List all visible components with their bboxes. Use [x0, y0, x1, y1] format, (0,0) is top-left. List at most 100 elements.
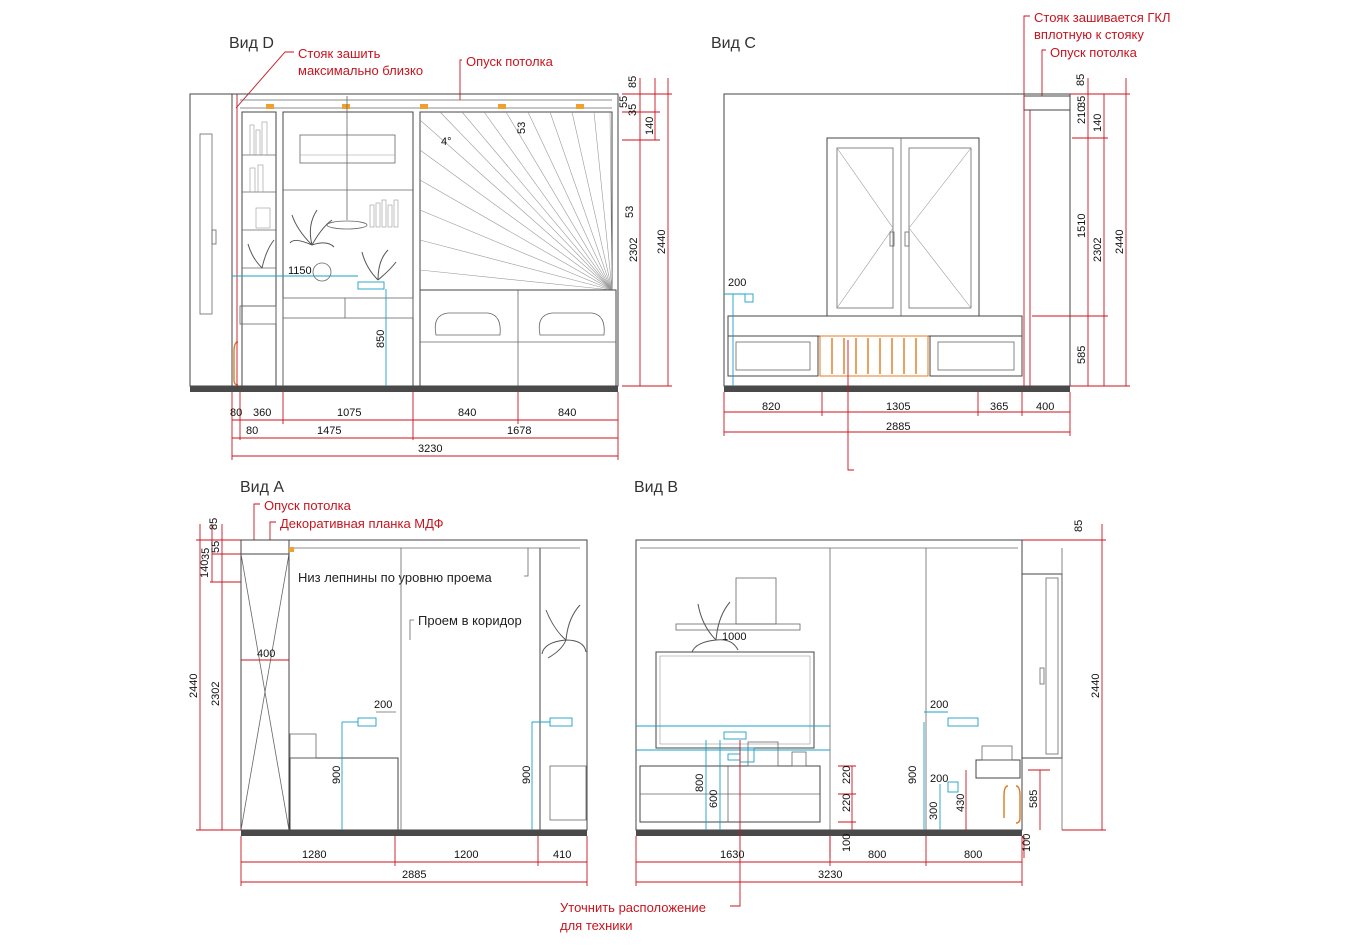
view-d-dim-r35: 35: [627, 104, 639, 116]
view-d-dim-850: 850: [375, 330, 387, 348]
view-a-dim-l2440: 2440: [188, 674, 200, 698]
view-c-dim-b1: 820: [762, 401, 780, 413]
view-a-dim-400: 400: [257, 648, 275, 660]
view-d-dim-c2: 1475: [317, 425, 341, 437]
view-a-note-ceiling: Опуск потолка: [264, 498, 352, 513]
view-b-chair: [975, 759, 1021, 779]
view-d-dim-b5: 840: [558, 407, 576, 419]
starburst-panel: [419, 111, 613, 291]
view-c-dim-r35: 35: [1076, 96, 1088, 108]
view-d-ceiling-leader: [459, 59, 462, 100]
view-a-floor: [241, 830, 587, 836]
ceiling-spot: [420, 104, 428, 109]
view-b-dim-100: 100: [841, 834, 853, 852]
view-c-dim-r1510: 1510: [1076, 214, 1088, 238]
view-c-dim-200: 200: [728, 277, 746, 289]
view-a-note-opening: Проем в коридор: [418, 613, 522, 628]
view-b-note-tech-1: Уточнить расположение: [560, 900, 706, 915]
view-d: Вид D Стояк зашить максимально близко Оп…: [189, 35, 672, 460]
view-a-dim-total: 2885: [402, 869, 426, 881]
view-c-note-riser-2: вплотную к стояку: [1034, 27, 1144, 42]
view-c-title: Вид C: [711, 35, 756, 52]
view-d-door: [199, 133, 213, 315]
view-d-dim-r85: 85: [627, 76, 639, 88]
view-d-desk: [282, 297, 414, 319]
view-c-dim-r2302: 2302: [1092, 238, 1104, 262]
ceiling-spot: [266, 104, 274, 109]
view-b-note-tech-2: для техники: [560, 918, 632, 933]
view-d-dim-total: 3230: [418, 443, 442, 455]
view-b-dim-800: 800: [694, 774, 706, 792]
view-c-dim-total: 2885: [886, 421, 910, 433]
view-c-floor: [724, 386, 1070, 392]
view-b: Вид B: [560, 479, 1106, 933]
view-c-dim-b4: 400: [1036, 401, 1054, 413]
view-c-dim-r140: 140: [1092, 114, 1104, 132]
view-c-window-seat: [727, 315, 1023, 337]
view-b-dim-900: 900: [907, 766, 919, 784]
view-d-dim-53-b: 53: [624, 206, 636, 218]
view-a-cabinet: [549, 765, 587, 821]
table-mirror: [312, 262, 332, 282]
view-b-dim-b2: 800: [868, 849, 886, 861]
view-a-dim-900-b: 900: [521, 766, 533, 784]
view-b-dim-220-a: 220: [841, 766, 853, 784]
plant-icon: [541, 604, 587, 659]
view-d-riser-leader: [235, 51, 294, 109]
view-b-dim-b1: 1630: [720, 849, 744, 861]
view-d-dim-r2440: 2440: [656, 230, 668, 254]
view-a-dim-l140: 140: [199, 560, 211, 578]
view-b-dim-600: 600: [708, 790, 720, 808]
view-c: Вид C Стояк зашивается ГКЛ вплотную к ст…: [711, 10, 1171, 471]
view-b-dim-b3: 800: [964, 849, 982, 861]
view-a-note-moulding: Низ лепнины по уровню проема: [298, 570, 492, 585]
view-b-dim-r100: 100: [1021, 834, 1033, 852]
view-b-dim-220-b: 220: [841, 794, 853, 812]
view-a-dim-900-a: 900: [331, 766, 343, 784]
radiator: [819, 335, 929, 377]
view-a-armchair: [289, 757, 399, 831]
view-d-dim-c1: 80: [246, 425, 258, 437]
view-b-dim-r85: 85: [1073, 520, 1085, 532]
view-c-dim-b3: 365: [990, 401, 1008, 413]
view-d-cabinet: [282, 111, 414, 387]
view-c-dim-r2440: 2440: [1114, 230, 1126, 254]
view-d-note-ceiling: Опуск потолка: [466, 54, 554, 69]
socket-block: [357, 281, 385, 290]
view-d-dim-b3: 1075: [337, 407, 361, 419]
view-c-dim-b2: 1305: [886, 401, 910, 413]
socket-block: [947, 717, 979, 727]
view-b-door: [1021, 573, 1063, 759]
sofa-cushion: [434, 312, 501, 336]
view-b-title: Вид B: [634, 479, 678, 496]
view-a-dim-b1: 1280: [302, 849, 326, 861]
plant-icon: [691, 601, 739, 653]
view-c-ceiling-box: [1023, 95, 1071, 111]
view-d-floor: [190, 386, 618, 392]
view-a: Вид A Опуск потолка Декоративная планка …: [188, 479, 588, 886]
view-a-ceiling-box: [240, 539, 290, 555]
view-d-dim-r140: 140: [644, 117, 656, 135]
socket-block: [947, 781, 959, 793]
window-handle: [889, 231, 895, 247]
sofa-cushion: [538, 312, 605, 336]
view-b-dim-1000: 1000: [722, 631, 746, 643]
view-a-dim-200: 200: [374, 699, 392, 711]
view-c-dim-r585: 585: [1076, 346, 1088, 364]
view-c-dim-r210: 210: [1076, 106, 1088, 124]
window-handle: [904, 231, 910, 247]
view-d-dim-r2302: 2302: [628, 238, 640, 262]
view-d-dim-b2: 360: [253, 407, 271, 419]
ceiling-spot: [576, 104, 584, 109]
ceiling-spot: [342, 104, 350, 109]
socket-block: [357, 717, 377, 727]
ceiling-spot: [498, 104, 506, 109]
socket-block: [549, 717, 573, 727]
tv-screen: [655, 651, 815, 749]
view-b-floor: [636, 830, 1022, 836]
view-d-dim-1150: 1150: [288, 265, 312, 277]
view-d-note-riser-2: максимально близко: [298, 63, 423, 78]
view-a-dim-l55: 55: [210, 541, 222, 553]
